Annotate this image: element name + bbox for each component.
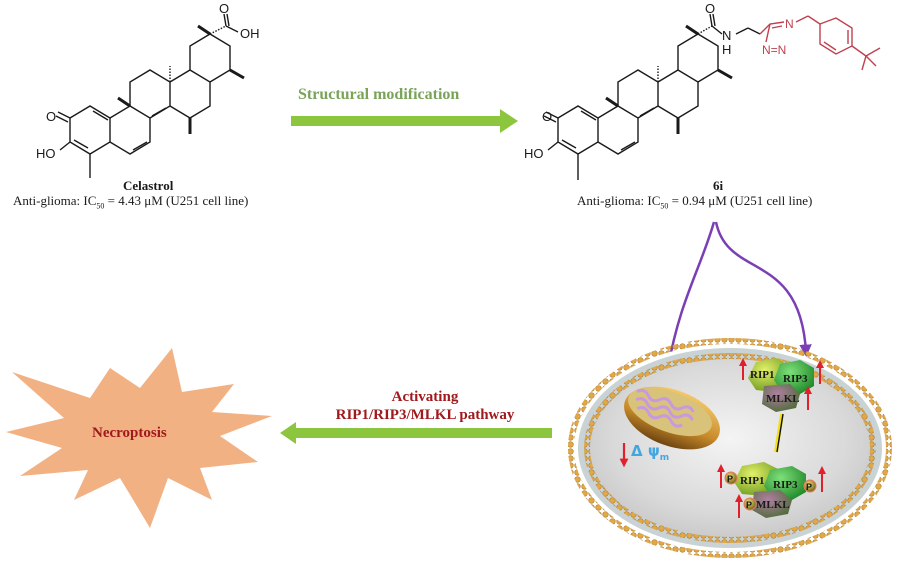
- activating-label-line2: RIP1/RIP3/MLKL pathway: [335, 407, 515, 423]
- phosphorylation-arrow: [774, 413, 784, 453]
- celastrol-structure: [55, 13, 245, 178]
- compound-6i-name: 6i: [713, 178, 724, 193]
- cell: [568, 338, 892, 558]
- triazole-n1: N: [785, 17, 794, 31]
- rip-complex-top: RIP1 RIP3 MLKL: [748, 358, 814, 412]
- necroptosis-starburst: [6, 348, 272, 528]
- compound-6i-structure: [543, 13, 761, 180]
- membrane-potential-label: Δ ψm: [631, 442, 669, 463]
- necroptosis-label: Necroptosis: [92, 425, 167, 441]
- compound-6i-ic50: Anti-glioma: IC50 = 0.94 μM (U251 cell l…: [577, 193, 812, 211]
- activating-pathway-arrow: [280, 422, 552, 444]
- delta-psi-subscript: m: [659, 453, 670, 463]
- rip1-label-top: RIP1: [750, 369, 774, 381]
- mlkl-label-top: MLKL: [766, 393, 800, 405]
- phospho-rip3: [803, 479, 817, 493]
- rip3-label-top: RIP3: [783, 373, 808, 385]
- rip-complex-phosphorylated: RIP1 RIP3 MLKL P P P: [724, 462, 817, 518]
- celastrol-name: Celastrol: [123, 178, 174, 193]
- mitochondrion: [624, 386, 720, 450]
- ic50-value: = 0.94 μM (U251 cell line): [668, 193, 813, 208]
- ic50-subscript: 50: [660, 201, 669, 211]
- mlkl-label-bottom: MLKL: [756, 499, 790, 511]
- ic50-value: = 4.43 μM (U251 cell line): [104, 193, 249, 208]
- celastrol-carbonyl-o: O: [46, 109, 56, 124]
- structural-modification-arrow: [291, 109, 518, 133]
- phospho-label: P: [727, 474, 733, 484]
- 6i-amide-o: O: [705, 1, 715, 16]
- 6i-amide-h: H: [722, 42, 731, 57]
- rip1-label-bottom: RIP1: [740, 475, 764, 487]
- phospho-mlkl: [743, 497, 757, 511]
- phosphorylation-arrow-core: [776, 413, 784, 453]
- purple-arrow-to-rip-complex: [714, 221, 812, 357]
- ic50-prefix: Anti-glioma: IC: [577, 193, 661, 208]
- celastrol-acid-oh: OH: [240, 26, 260, 41]
- 6i-amide-n: N: [722, 28, 731, 43]
- celastrol-ic50: Anti-glioma: IC50 = 4.43 μM (U251 cell l…: [13, 193, 248, 211]
- phospho-rip1: [724, 471, 738, 485]
- phospho-label: P: [806, 482, 812, 492]
- ic50-prefix: Anti-glioma: IC: [13, 193, 97, 208]
- celastrol-hydroxyl: HO: [36, 146, 56, 161]
- 6i-hydroxyl: HO: [524, 146, 544, 161]
- delta-psi-symbol: Δ ψ: [631, 442, 660, 460]
- rip3-label-bottom: RIP3: [773, 479, 798, 491]
- activating-pathway-label: Activating RIP1/RIP3/MLKL pathway: [300, 388, 550, 424]
- phospho-label: P: [746, 500, 752, 510]
- triazole-benzyl-moiety: [759, 15, 881, 71]
- ic50-subscript: 50: [96, 201, 105, 211]
- celastrol-acid-o: O: [219, 1, 229, 16]
- structural-modification-label: Structural modification: [298, 86, 460, 103]
- activating-label-line1: Activating: [391, 389, 459, 405]
- 6i-carbonyl-o: O: [542, 109, 552, 124]
- triazole-n2-n3: N=N: [762, 43, 786, 57]
